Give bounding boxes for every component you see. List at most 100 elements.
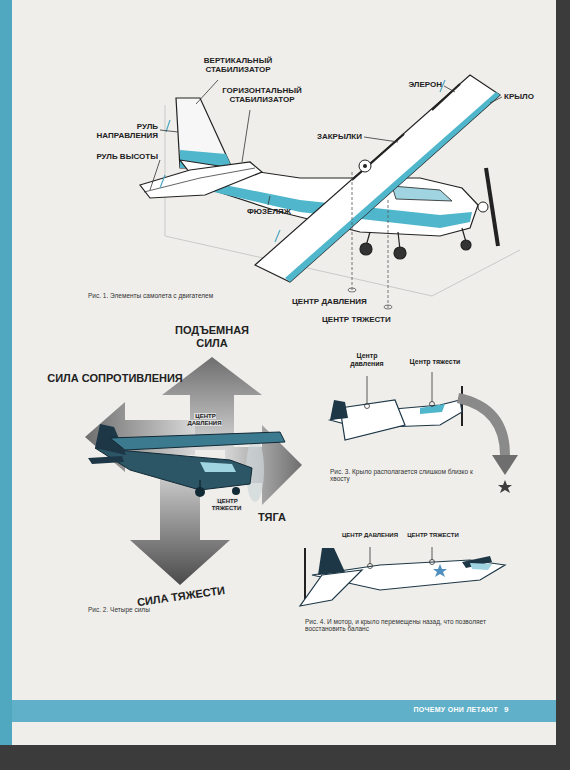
center-marker-line [367,376,368,404]
center-marker-line [384,305,392,309]
part-label: ГОРИЗОНТАЛЬНЫЙ СТАБИЛИЗАТОР [216,86,308,104]
part-label-text: РУЛЬ ВЫСОТЫ [96,152,158,161]
vertical-stabilizer [176,98,232,168]
wing [285,92,500,282]
fuselage [392,186,452,201]
center-label: ЦЕНТР ТЯЖЕСТИ [404,532,462,539]
airplane [318,548,345,575]
running-head-text: ПОЧЕМУ ОНИ ЛЕТАЮТ [413,706,498,713]
force-label: ПОДЪЕМНАЯ СИЛА [160,324,264,349]
leader-line [150,160,160,190]
pitch-down-arrow [458,398,518,493]
wing [359,160,371,172]
part-label-text: ЭЛЕРОН [408,80,442,89]
center-label-text: Центр давления [350,352,383,367]
airplane [300,548,505,606]
airplane [420,404,445,414]
center-label-text: ЦЕНТР ДАВЛЕНИЯ [188,413,223,426]
force-label-text: СИЛА ТЯЖЕСТИ [136,584,225,608]
center-label: ЦЕНТР ТЯЖЕСТИ [322,315,432,324]
footer-band [12,700,556,722]
figure-caption: Рис. 3. Крыло располагается слишком близ… [330,468,480,483]
landing-gear [461,240,471,250]
leader-line [196,80,218,104]
horizontal-stabilizer [144,168,255,192]
center-label: Центр тяжести [400,358,470,366]
landing-gear [360,228,471,259]
pitch-down-arrow [492,455,518,475]
airplane [300,570,362,606]
airplane [95,448,252,490]
motion-marks [275,230,280,242]
figure-caption-text: Рис. 4. И мотор, и крыло перемещены наза… [305,618,486,632]
horizontal-stabilizer [140,162,262,198]
force-arrow [85,357,302,585]
motion-marks [160,80,445,242]
center-label: ЦЕНТР ТЯЖЕСТИ [205,498,249,512]
airplane [199,480,201,488]
figure-caption: Рис. 4. И мотор, и крыло перемещены наза… [305,618,525,633]
pitch-down-arrow [458,398,505,455]
page-number-text: 9 [504,705,509,714]
part-label-text: ЗАКРЫЛКИ [317,132,362,141]
running-head: ПОЧЕМУ ОНИ ЛЕТАЮТ [380,706,498,714]
center-label-text: ЦЕНТР ТЯЖЕСТИ [322,315,391,324]
airplane [304,548,306,602]
horizontal-stabilizer [140,162,262,198]
airplane [110,432,285,450]
figure-caption: Рис. 1. Элементы самолета с двигателем [88,292,288,299]
figure-caption-text: Рис. 2. Четыре силы [88,606,150,613]
center-marker-line [388,200,389,309]
airplane [200,462,236,472]
part-label: ФЮЗЕЛЯЖ [238,207,300,216]
side-strip [0,0,12,745]
leader-line [268,196,270,205]
part-label: КРЫЛО [504,92,550,101]
motion-marks [166,120,170,132]
force-label: ТЯГА [250,511,294,524]
center-marker-line [370,547,371,564]
center-label-text: ЦЕНТР ДАВЛЕНИЯ [292,297,367,306]
part-label: РУЛЬ ВЫСОТЫ [96,152,158,161]
leader-line [160,130,178,132]
airplane [88,424,285,502]
center-label-text: Центр тяжести [410,358,461,365]
wing [255,75,500,282]
center-label-text: ЦЕНТР ТЯЖЕСТИ [407,532,459,538]
figure-caption: Рис. 2. Четыре силы [88,606,218,613]
center-label: ЦЕНТР ДАВЛЕНИЯ [182,413,228,427]
center-marker-line [365,404,370,409]
part-label: ЗАКРЫЛКИ [300,132,362,141]
part-label-text: ВЕРТИКАЛЬНЫЙ СТАБИЛИЗАТОР [204,56,272,74]
force-label-text: ПОДЪЕМНАЯ СИЛА [175,324,249,349]
leader-line [150,80,502,205]
airplane [232,487,240,495]
leader-line [364,137,398,142]
center-marker-line [430,560,435,565]
figure-caption-text: Рис. 3. Крыло располагается слишком близ… [330,468,473,482]
center-label: ЦЕНТР ДАВЛЕНИЯ [334,532,406,539]
airplane [330,400,348,420]
vertical-stabilizer [176,98,232,168]
propeller [478,168,498,246]
center-marker-line [368,564,373,569]
center-marker-line [368,547,435,569]
part-label: ЭЛЕРОН [390,80,442,89]
leader-line [490,97,502,103]
footer-band [12,700,556,722]
landing-gear [394,247,406,259]
wing [363,164,367,168]
page-number: 9 [504,705,518,714]
center-label-text: ЦЕНТР ТЯЖЕСТИ [212,498,242,511]
side-strip [0,0,12,745]
airplane [340,400,405,440]
airplane [88,456,124,464]
force-label-text: СИЛА СОПРОТИВЛЕНИЯ [47,372,183,384]
airplane [330,386,462,440]
center-label: Центр давления [340,352,394,368]
center-label: ЦЕНТР ДАВЛЕНИЯ [292,297,412,306]
center-marker-line [430,402,435,407]
ground-plane [432,250,520,296]
